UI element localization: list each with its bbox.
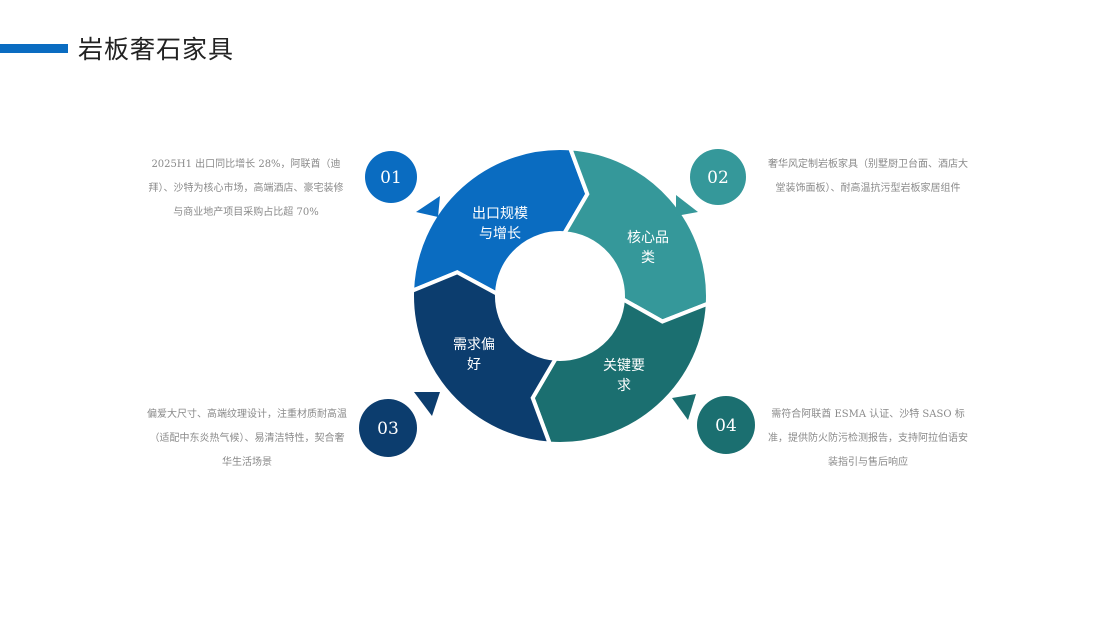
desc-01: 2025H1 出口同比增长 28%，阿联酋（迪拜）、沙特为核心市场，高端酒店、豪… <box>148 159 344 218</box>
page-title: 岩板奢石家具 <box>78 35 235 64</box>
number-01: 01 <box>380 168 402 188</box>
segment-label-03-line2: 好 <box>467 357 481 373</box>
segment-03 <box>410 270 559 446</box>
segment-04 <box>530 295 710 446</box>
number-02: 02 <box>707 168 729 188</box>
desc-04: 需符合阿联酋 ESMA 认证、沙特 SASO 标准，提供防火防污检测报告，支持阿… <box>768 409 968 468</box>
segment-label-03-line1: 需求偏 <box>453 337 495 353</box>
number-circle-02 <box>690 149 746 205</box>
segment-label-01-line2: 与增长 <box>479 226 521 242</box>
number-03: 03 <box>377 419 399 439</box>
title-accent-bar <box>0 44 68 53</box>
segment-label-04-line2: 求 <box>617 378 631 394</box>
pointer-03 <box>414 392 440 416</box>
pointer-01 <box>416 196 440 217</box>
desc-02: 奢华风定制岩板家具（别墅厨卫台面、酒店大堂装饰面板）、耐高温抗污型岩板家居组件 <box>768 159 968 194</box>
segment-01 <box>409 146 590 298</box>
segment-label-02-line1: 核心品 <box>627 230 669 246</box>
segment-label-02-line2: 类 <box>641 250 655 266</box>
number-04: 04 <box>715 416 737 436</box>
number-circle-01 <box>365 151 417 203</box>
segment-02 <box>561 146 710 324</box>
number-circle-03 <box>359 399 417 457</box>
desc-03: 偏爱大尺寸、高端纹理设计，注重材质耐高温（适配中东炎热气候）、易清洁特性，契合奢… <box>147 409 347 468</box>
pointer-04 <box>672 394 696 420</box>
segment-label-01-line1: 出口规模 <box>472 206 528 222</box>
pointer-02 <box>676 195 698 216</box>
segment-label-04-line1: 关键要 <box>603 358 645 374</box>
number-circle-04 <box>697 396 755 454</box>
